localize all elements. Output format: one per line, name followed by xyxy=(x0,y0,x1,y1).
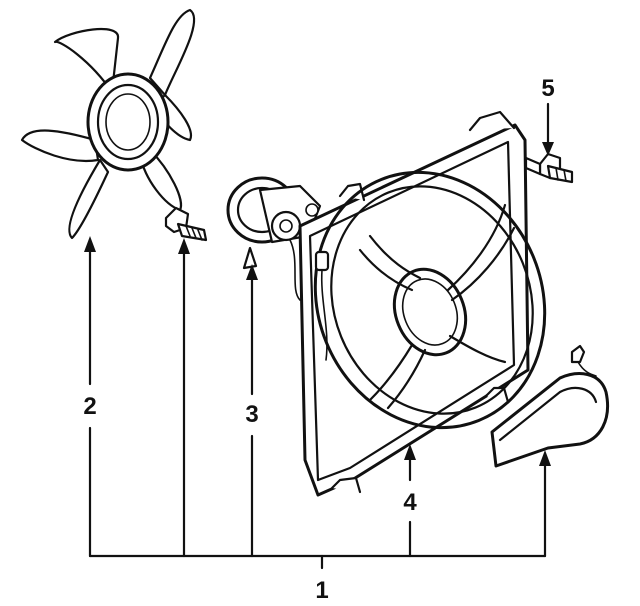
callout-4: 4 xyxy=(403,489,417,516)
callout-5: 5 xyxy=(541,75,554,102)
arrow-bolt-left xyxy=(178,238,190,254)
arrow-part-4 xyxy=(404,444,416,460)
arrow-cover xyxy=(539,450,551,466)
leader-lines xyxy=(88,102,550,570)
arrow-part-5 xyxy=(542,142,554,156)
bolt-left-part xyxy=(164,206,208,242)
fan-shroud-part xyxy=(298,110,547,497)
fan-blade-part xyxy=(20,8,196,240)
bolt-right-part xyxy=(524,152,574,184)
arrow-part-2 xyxy=(84,236,96,252)
fan-cover-part xyxy=(490,344,609,468)
callout-1: 1 xyxy=(315,577,328,604)
callout-2: 2 xyxy=(83,393,96,420)
arrowheads xyxy=(84,142,554,466)
arrow-part-3 xyxy=(246,264,258,280)
callout-3: 3 xyxy=(245,401,258,428)
